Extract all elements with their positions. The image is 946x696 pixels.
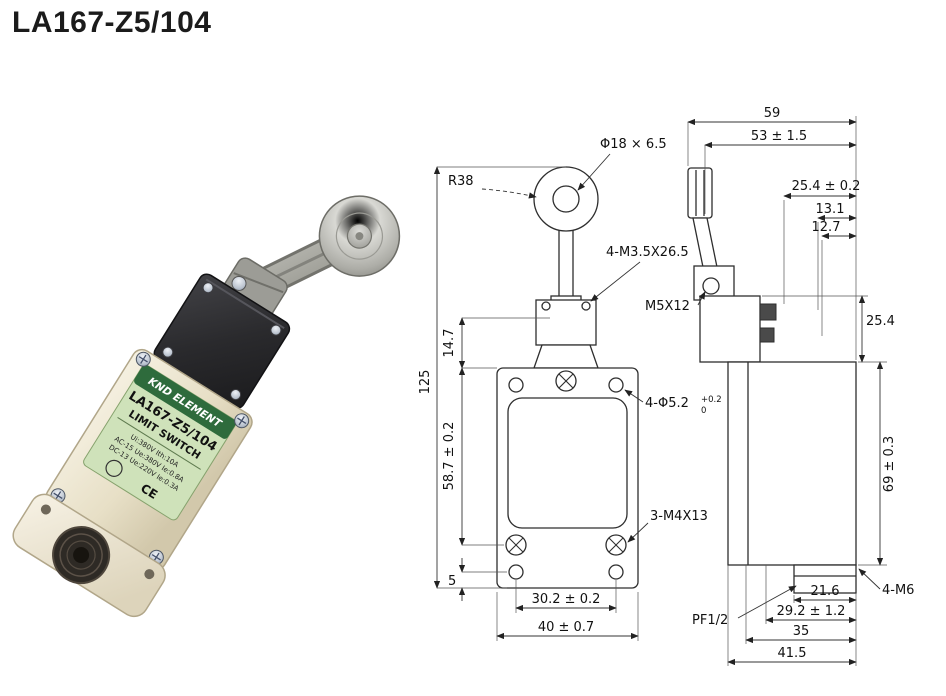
dim-body-height: 58.7 ± 0.2 [442, 422, 457, 491]
side-roller [687, 167, 713, 219]
front-mount-hole [508, 564, 524, 580]
side-pivot-hole [702, 277, 720, 295]
front-head-screw [541, 301, 551, 311]
dim-base-depth: 41.5 [778, 646, 807, 661]
dim-plunger-2: 12.7 [812, 220, 841, 235]
side-plunger-block [759, 327, 775, 343]
roller-wheel [318, 195, 401, 277]
front-head [535, 299, 597, 346]
dim-bottom-offset: 5 [448, 574, 456, 589]
dim-conduit-1: 21.6 [811, 584, 840, 599]
certification-mark-icon [105, 459, 123, 477]
dim-lever-radius: R38 [448, 174, 474, 189]
front-head-plate [533, 344, 599, 369]
leader-lines [481, 153, 881, 619]
dim-total-height: 125 [418, 370, 433, 395]
dim-mount-thread: 4-M6 [882, 583, 914, 598]
product-photo: KND ELEMENT LA167-Z5/104 LIMIT SWITCH Ui… [12, 195, 401, 618]
conduit-cap [12, 493, 166, 618]
dim-head-height: 14.7 [442, 329, 457, 358]
front-body-outline [496, 367, 639, 589]
dim-head-screws: 4-M3.5X26.5 [606, 245, 689, 260]
dim-conduit-thread: PF1/2 [692, 613, 728, 628]
brand-band [134, 364, 237, 439]
front-head-screw [581, 301, 591, 311]
dim-head-section-height: 25.4 [866, 314, 895, 329]
head-screw [230, 389, 242, 401]
limit-switch-photo: KND ELEMENT LA167-Z5/104 LIMIT SWITCH Ui… [12, 195, 401, 618]
front-mount-hole [608, 564, 624, 580]
front-mount-hole [508, 377, 524, 393]
head-screw [270, 324, 282, 336]
side-head [699, 295, 761, 363]
dim-body-width: 40 ± 0.7 [538, 620, 594, 635]
dim-hole-spacing: 30.2 ± 0.2 [532, 592, 601, 607]
side-lever-arm [692, 217, 719, 273]
dim-conduit-2: 29.2 ± 1.2 [777, 604, 846, 619]
dim-depth-total: 59 [764, 106, 781, 121]
dim-m5-screw: M5X12 [645, 299, 690, 314]
front-cover-plate [507, 397, 628, 529]
head-screw [162, 346, 174, 358]
clamp-bolt [231, 275, 247, 291]
dim-mount-holes: 4-Φ5.2 [645, 396, 689, 411]
dim-mount-holes-tolerance-upper: +0.2 [701, 395, 722, 405]
technical-drawing: 125 Φ18 × 6.5 R38 4-M3.5X26.5 M5X12 14.7… [418, 106, 914, 666]
flange-hole [144, 569, 155, 580]
dim-plunger-1: 13.1 [816, 202, 845, 217]
dim-head-depth: 25.4 ± 0.2 [792, 179, 861, 194]
page-title: LA167-Z5/104 [12, 6, 212, 39]
dim-bottom-screws: 3-M4X13 [650, 509, 708, 524]
dim-mount-holes-tolerance-lower: 0 [701, 406, 706, 416]
side-conduit-boss [793, 564, 857, 594]
dim-roller-size: Φ18 × 6.5 [600, 137, 667, 152]
dim-conduit-3: 35 [793, 624, 810, 639]
product-label: KND ELEMENT LA167-Z5/104 LIMIT SWITCH Ui… [83, 364, 237, 521]
front-mount-hole [608, 377, 624, 393]
dimension-lines [433, 118, 884, 666]
side-body-outline [727, 361, 857, 566]
dim-side-body-height: 69 ± 0.3 [882, 436, 897, 492]
front-roller-hub [552, 185, 580, 213]
dim-depth-upper: 53 ± 1.5 [751, 129, 807, 144]
side-view [687, 167, 857, 594]
front-roller-outline [533, 166, 599, 232]
side-plunger-block [759, 303, 777, 321]
head-screw [202, 282, 214, 294]
body-screws [50, 351, 250, 565]
flange-hole [40, 504, 51, 515]
front-view [496, 166, 639, 589]
